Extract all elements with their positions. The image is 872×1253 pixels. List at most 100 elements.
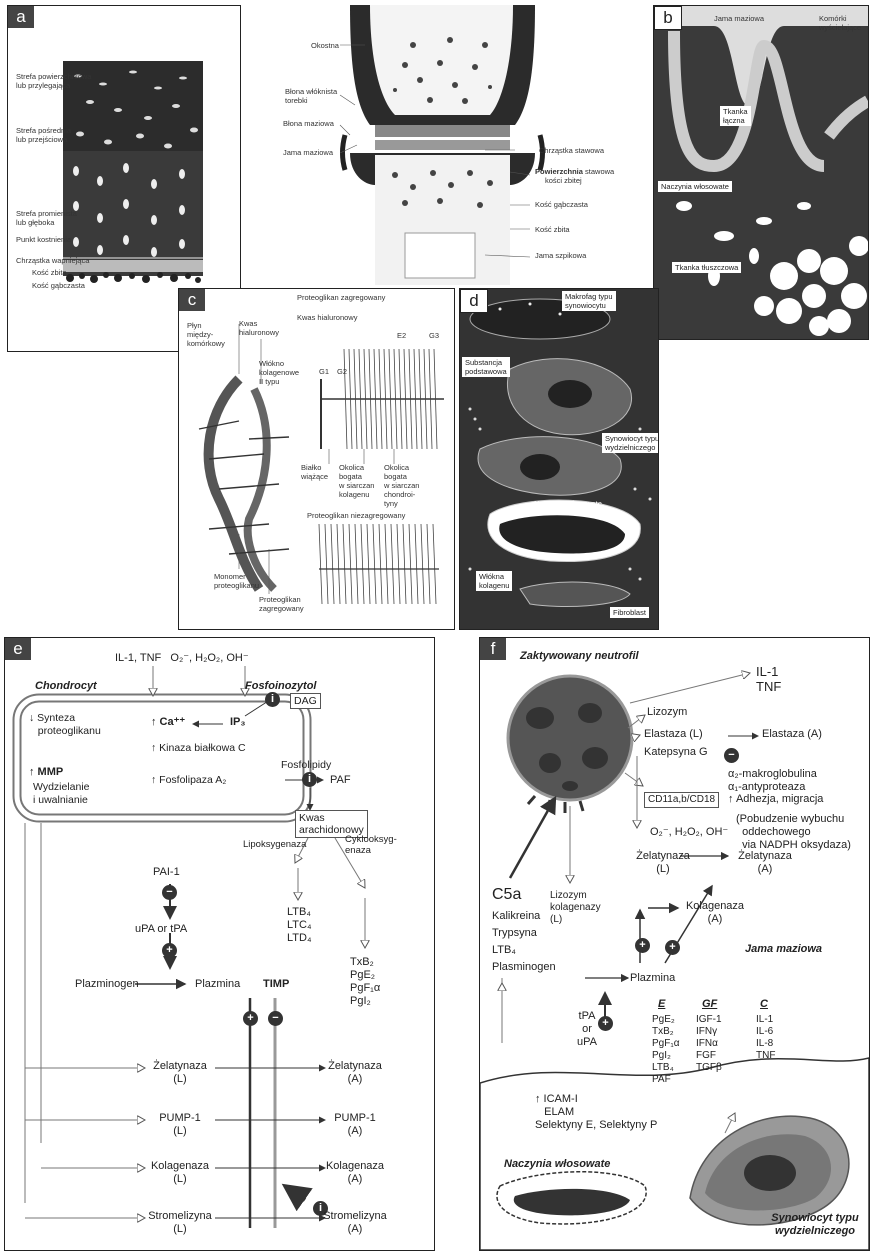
e-lipoksygenaza: Lipoksygenaza: [243, 838, 306, 851]
f-cd: CD11a,b/CD18: [644, 792, 719, 808]
panel-e-label: e: [5, 638, 31, 660]
label-c-proteoglikan-zag: Proteoglikan zagregowany: [297, 293, 385, 302]
e-circle-fosfolipidy: i: [302, 772, 317, 787]
label-c-proteoglikan-niezag: Proteoglikan niezagregowany: [307, 511, 405, 520]
label-d-makrofag: Makrofag typu synowiocytu: [562, 291, 616, 311]
panel-f-label: f: [480, 638, 506, 660]
label-powierzchnia-rest: stawowa: [583, 167, 614, 176]
f-alfa: α₂-makroglobulina α₁-antyproteaza: [728, 768, 817, 794]
e-kinaza: ↑ Kinaza białkowa C: [151, 742, 246, 755]
label-blona-wlok: Błona włóknista torebki: [285, 87, 337, 105]
f-adhezja: ↑ Adhezja, migracja: [728, 793, 823, 806]
label-c-okolica-chon: Okolica bogata w siarczan chondroi- tyny: [384, 463, 419, 508]
e-fosfolipidy: Fosfolipidy: [281, 759, 331, 772]
panel-d: d Makrofag typu synowiocytu Substancja p…: [459, 288, 659, 630]
label-powierzchnia: Powierzchnia stawowa: [535, 167, 614, 176]
e-circle-pai-minus: −: [162, 885, 177, 900]
e-paf: PAF: [330, 774, 351, 787]
f-c5a: C5a: [492, 886, 521, 904]
label-c-g1: G1: [319, 367, 329, 376]
f-circle-plus-1: +: [635, 938, 650, 953]
label-c-okolica-kol: Okolica bogata w siarczan kolagenu: [339, 463, 374, 499]
label-kosc-gabcz-joint: Kość gąbczasta: [535, 200, 588, 209]
label-powierzchnia-kosci: kości zbitej: [545, 176, 582, 185]
e-ltb: LTB₄ LTC₄ LTD₄: [287, 906, 311, 945]
label-chrzastka-staw: Chrząstka stawowa: [539, 146, 604, 155]
label-punkt: Punkt kostnienia: [16, 235, 71, 244]
label-powierzchnia-bold: Powierzchnia: [535, 167, 583, 176]
panel-d-label: d: [460, 289, 488, 313]
label-c-kwas2: Kwas hialuronowy: [297, 313, 357, 322]
label-okostna: Okostna: [311, 41, 339, 50]
f-plazmina: Plazmina: [630, 972, 675, 985]
label-c-monomer: Monomer proteoglikanu: [214, 572, 259, 590]
label-kosc-zbita: Kość zbita: [32, 268, 67, 277]
label-c-g3: G3: [429, 331, 439, 340]
label-strefa-posr: Strefa pośrednia lub przejściowa: [16, 126, 71, 144]
label-c-plyn: Płyn między- komórkowy: [187, 321, 225, 348]
label-b-naczynia: Naczynia włosowate: [658, 181, 732, 192]
f-head-e: E: [658, 998, 665, 1011]
e-plazmina: Plazmina: [195, 978, 240, 991]
e-circle-upa-plus: +: [162, 943, 177, 958]
f-pobudzenie: (Pobudzenie wybuchu oddechowego via NADP…: [736, 813, 851, 852]
f-synowiocyt: Synowiocyt typu wydzielniczego: [760, 1212, 870, 1238]
f-col-c: IL-1 IL-6 IL-8 TNF: [756, 1014, 775, 1062]
e-ca: ↑ Ca⁺⁺: [151, 716, 185, 729]
panel-e: e IL-1, TNF O₂⁻,: [4, 637, 435, 1251]
label-d-naczynia: Naczynia włosowate: [534, 499, 602, 508]
f-col-gf: IGF-1 IFNγ IFNα FGF TGFβ: [696, 1014, 722, 1074]
label-b-tkanka-tl: Tkanka tłuszczowa: [672, 262, 741, 273]
label-b-komorki: Komórki wyściełające: [819, 14, 861, 32]
f-o2: O₂⁻, H₂O₂, OH⁻: [650, 826, 728, 839]
f-title: Zaktywowany neutrofil: [520, 650, 639, 663]
label-chrzastka-wapn: Chrząstka wapniejąca: [16, 256, 89, 265]
e-top-inputs: IL-1, TNF O₂⁻, H₂O₂, OH⁻: [115, 652, 249, 665]
f-kol-a: Kolagenaza (A): [680, 900, 750, 926]
e-dag: DAG: [290, 693, 321, 709]
f-naczynia: Naczynia włosowate: [504, 1158, 610, 1171]
panel-c: c: [178, 288, 455, 630]
f-tpa: tPA or uPA: [572, 1010, 602, 1049]
label-blona-maz: Błona maziowa: [283, 119, 334, 128]
e-row-3-right: Stromelizyna (A): [315, 1210, 395, 1236]
f-katepsyna: Katepsyna G: [644, 746, 708, 759]
f-zel-a: Żelatynaza (A): [730, 850, 800, 876]
e-row-0-left: Żelatynaza (L): [145, 1060, 215, 1086]
panel-c-label: c: [179, 289, 205, 311]
panel-f: f Zaktywowany neutrofil IL-1 TNF L: [479, 637, 870, 1251]
joint-illustration: [245, 5, 645, 285]
label-b-tkanka-lacz: Tkanka łączna: [720, 106, 751, 126]
e-plazminogen: Plazminogen: [75, 978, 139, 991]
e-txb: TxB₂ PgE₂ PgF₁α PgI₂: [350, 956, 380, 1008]
label-b-jama-maz: Jama maziowa: [714, 14, 764, 23]
f-lizozym: Lizozym: [647, 706, 687, 719]
f-head-c: C: [760, 998, 768, 1011]
label-c-g2: G2: [337, 367, 347, 376]
e-timp: TIMP: [263, 978, 289, 991]
f-circle-katepsyna-minus: −: [724, 748, 739, 763]
e-synteza: ↓ Synteza proteoglikanu: [29, 712, 101, 738]
synovium-illustration: [654, 6, 868, 339]
e-wydzielanie: Wydzielanie i uwalnianie: [33, 781, 90, 807]
label-c-wlokno: Włókno kolagenowe II typu: [259, 359, 299, 386]
f-head-gf: GF: [702, 998, 717, 1011]
panel-a-label: a: [8, 6, 34, 28]
e-circle-fosfo: i: [265, 692, 280, 707]
label-d-fibroblast: Fibroblast: [610, 607, 649, 618]
label-strefa-pow: Strefa powierzchniowa lub przylegająca: [16, 72, 91, 90]
label-d-synowiocyt: Synowiocyt typu wydzielniczego: [602, 433, 659, 453]
label-c-proteoglikan-zag2: Proteoglikan zagregowany: [259, 595, 304, 613]
e-circle-timp-minus: −: [268, 1011, 283, 1026]
panel-b-label: b: [654, 6, 682, 30]
panel-b: b Jama maziowa Komórki wyściełające Tkan…: [653, 5, 869, 340]
label-jama-szpik: Jama szpikowa: [535, 251, 586, 260]
f-jama: Jama maziowa: [745, 943, 822, 956]
f-liz-kol: Lizozym kolagenazy (L): [550, 890, 601, 926]
e-row-2-left: Kolagenaza (L): [145, 1160, 215, 1186]
e-cyklooksygenaza: Cyklooksyg- enaza: [345, 834, 397, 856]
e-chondrocyt: Chondrocyt: [35, 680, 97, 693]
e-mmp: ↑ MMP: [29, 766, 63, 779]
f-icam: ↑ ICAM-I ELAM Selektyny E, Selektyny P: [535, 1093, 657, 1132]
e-fosfoinozytol: Fosfoinozytol: [245, 680, 317, 693]
